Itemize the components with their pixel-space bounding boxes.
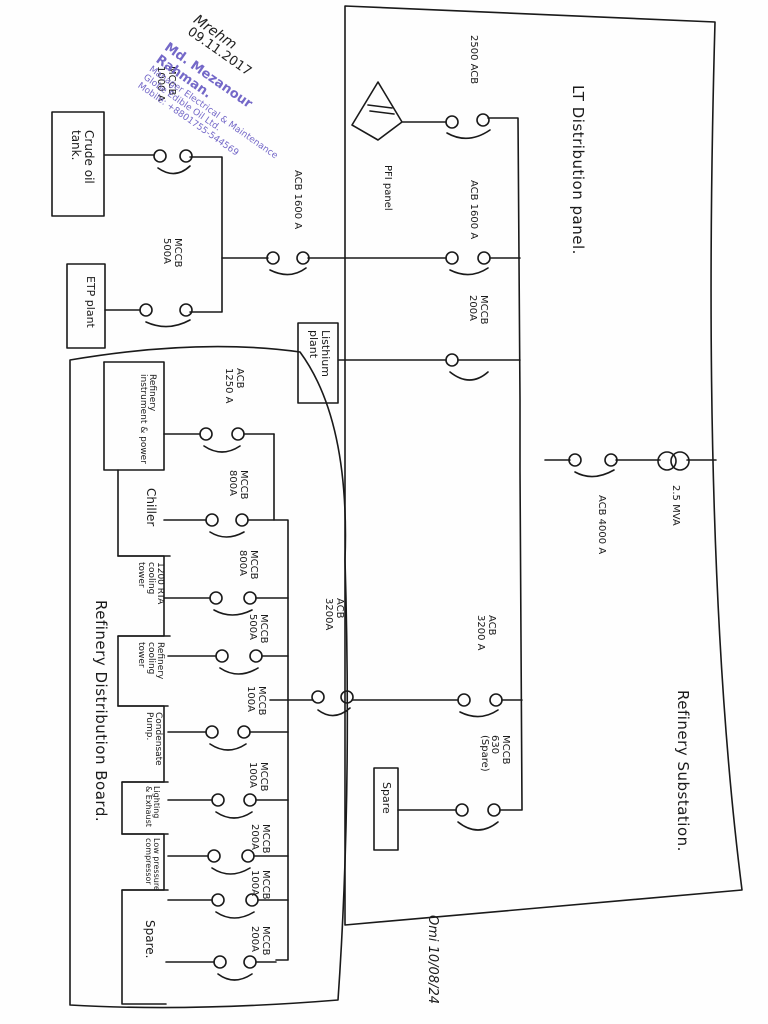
pfi-panel-label: PFI panel bbox=[382, 165, 393, 211]
etp-plant-box bbox=[66, 263, 106, 349]
chiller-label: Chiller bbox=[144, 488, 158, 527]
breaker-contact bbox=[179, 149, 193, 163]
breaker-arc bbox=[269, 267, 307, 276]
left-riser bbox=[189, 156, 223, 313]
spare-rdb-label: Spare. bbox=[143, 920, 157, 959]
rdb-border bbox=[69, 345, 349, 1009]
transformer-winding bbox=[670, 451, 690, 471]
lighting-exhaust-label: Lighting& Exhaust bbox=[143, 786, 161, 827]
breaker-contact bbox=[476, 113, 490, 127]
pfi-capacitor bbox=[367, 104, 395, 115]
refinery-db-title: Refinery Distribution Board. bbox=[92, 600, 110, 823]
breaker-contact bbox=[311, 690, 325, 704]
breaker-contact bbox=[489, 693, 503, 707]
breaker-arc bbox=[157, 165, 191, 175]
breaker-arc bbox=[449, 371, 489, 381]
spare-lt-box bbox=[373, 767, 399, 851]
breaker-contact bbox=[445, 251, 459, 265]
lt-panel-title: LT Distribution panel. bbox=[569, 85, 587, 255]
breaker-contact bbox=[153, 149, 167, 163]
breaker-contact bbox=[487, 803, 501, 817]
acb-4000-label: ACB 4000 A bbox=[596, 495, 607, 555]
lt-panel-border bbox=[344, 5, 743, 926]
transformer-label: 2.5 MVA bbox=[670, 485, 681, 526]
breaker-contact bbox=[604, 453, 618, 467]
rdb-busbar bbox=[273, 433, 289, 961]
transformer-winding bbox=[657, 451, 677, 471]
breaker-contact bbox=[477, 251, 491, 265]
breaker-arc bbox=[446, 129, 491, 140]
breaker-contact bbox=[139, 303, 153, 317]
spare-lt-label: Spare bbox=[380, 782, 393, 814]
rdb-load-column bbox=[103, 361, 171, 891]
crude-oil-tank-box bbox=[51, 111, 105, 217]
etp-plant-label: ETP plant bbox=[84, 276, 97, 328]
breaker-contact bbox=[455, 803, 469, 817]
sign-off-note: Omi 10/08/24 bbox=[425, 915, 440, 1005]
breaker-arc bbox=[317, 707, 351, 717]
substation-title: Refinery Substation. bbox=[674, 690, 692, 852]
breaker-contact bbox=[296, 251, 310, 265]
rdb-feeders bbox=[163, 427, 289, 981]
breaker-arc bbox=[449, 267, 489, 276]
breaker-arc bbox=[459, 709, 499, 718]
breaker-contact bbox=[568, 453, 582, 467]
breaker-contact bbox=[457, 693, 471, 707]
pfi-feed bbox=[351, 81, 447, 141]
listhium-plant-box bbox=[297, 322, 339, 404]
acb-1600-right-label: ACB 1600 A bbox=[468, 180, 479, 240]
breaker-arc bbox=[145, 319, 191, 328]
rdb-load-column bbox=[103, 361, 167, 1005]
lt-busbar bbox=[487, 117, 523, 811]
breaker-contact bbox=[445, 115, 459, 129]
acb-1600-left-label: ACB 1600 A bbox=[292, 170, 303, 230]
breaker-arc bbox=[457, 821, 499, 831]
breaker-contact bbox=[445, 353, 459, 367]
breaker-contact bbox=[179, 303, 193, 317]
breaker-arc bbox=[574, 469, 615, 478]
breaker-contact bbox=[266, 251, 280, 265]
breaker-contact bbox=[340, 690, 354, 704]
acb-2500-label: 2500 ACB bbox=[468, 35, 479, 85]
